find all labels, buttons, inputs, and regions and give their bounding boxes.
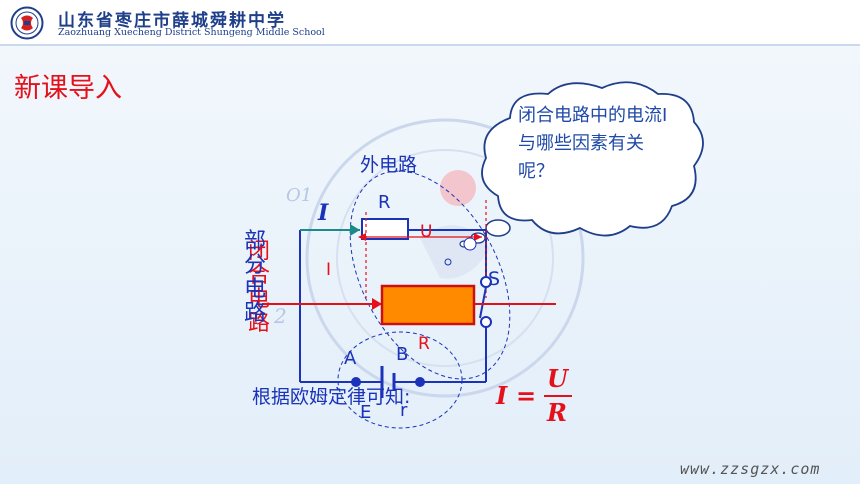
thought-bubble bbox=[459, 81, 704, 248]
resistor-label-red: R bbox=[418, 334, 430, 354]
red-arrow-icon bbox=[372, 298, 382, 310]
external-circuit-label: 外电路 bbox=[360, 154, 418, 176]
school-logo-icon bbox=[10, 6, 44, 40]
formula-denominator: R bbox=[547, 398, 567, 427]
formula-lhs: I bbox=[496, 381, 508, 410]
fraction-bar bbox=[544, 395, 572, 397]
ohm-law-text: 根据欧姆定律可知: bbox=[252, 386, 411, 408]
terminal-b-label: B bbox=[396, 344, 409, 365]
voltage-label: U bbox=[420, 222, 433, 242]
source-boundary bbox=[337, 331, 463, 429]
external-circuit-boundary bbox=[349, 170, 511, 380]
switch-contact-bottom bbox=[480, 316, 492, 328]
lesson-title: 新课导入 bbox=[14, 73, 122, 104]
marker-o1: O1 bbox=[286, 185, 313, 206]
switch-label: S bbox=[488, 268, 501, 290]
header-divider bbox=[0, 44, 860, 46]
website-footer: www.zzsgzx.com bbox=[680, 460, 821, 478]
closed-circuit-label: 闭合电路 bbox=[247, 239, 270, 336]
question-text: 闭合电路中的电流I与哪些因素有关呢？ bbox=[518, 105, 668, 182]
marker-o2: 2 bbox=[274, 304, 287, 328]
formula-equals: = bbox=[516, 381, 537, 410]
partial-circuit-label: 部分电路 bbox=[243, 229, 266, 326]
formula-numerator: U bbox=[547, 364, 568, 393]
school-name-cn: 山东省枣庄市薛城舜耕中学 bbox=[58, 11, 286, 31]
resistor-r-large bbox=[380, 284, 476, 326]
current-symbol: I bbox=[318, 200, 329, 226]
terminal-a-dot bbox=[351, 377, 361, 387]
current-arrow-icon bbox=[350, 224, 360, 236]
terminal-a-label: A bbox=[344, 348, 357, 369]
emf-label: E bbox=[360, 402, 372, 423]
school-name-en: Zaozhuang Xuecheng District Shungeng Mid… bbox=[58, 27, 325, 38]
resistor-label: R bbox=[378, 192, 391, 213]
terminal-b-dot bbox=[415, 377, 425, 387]
switch-s bbox=[479, 286, 487, 319]
current-label-red: I bbox=[326, 260, 332, 280]
resistor-r bbox=[361, 218, 409, 240]
internal-resistance-label: r bbox=[400, 400, 408, 421]
